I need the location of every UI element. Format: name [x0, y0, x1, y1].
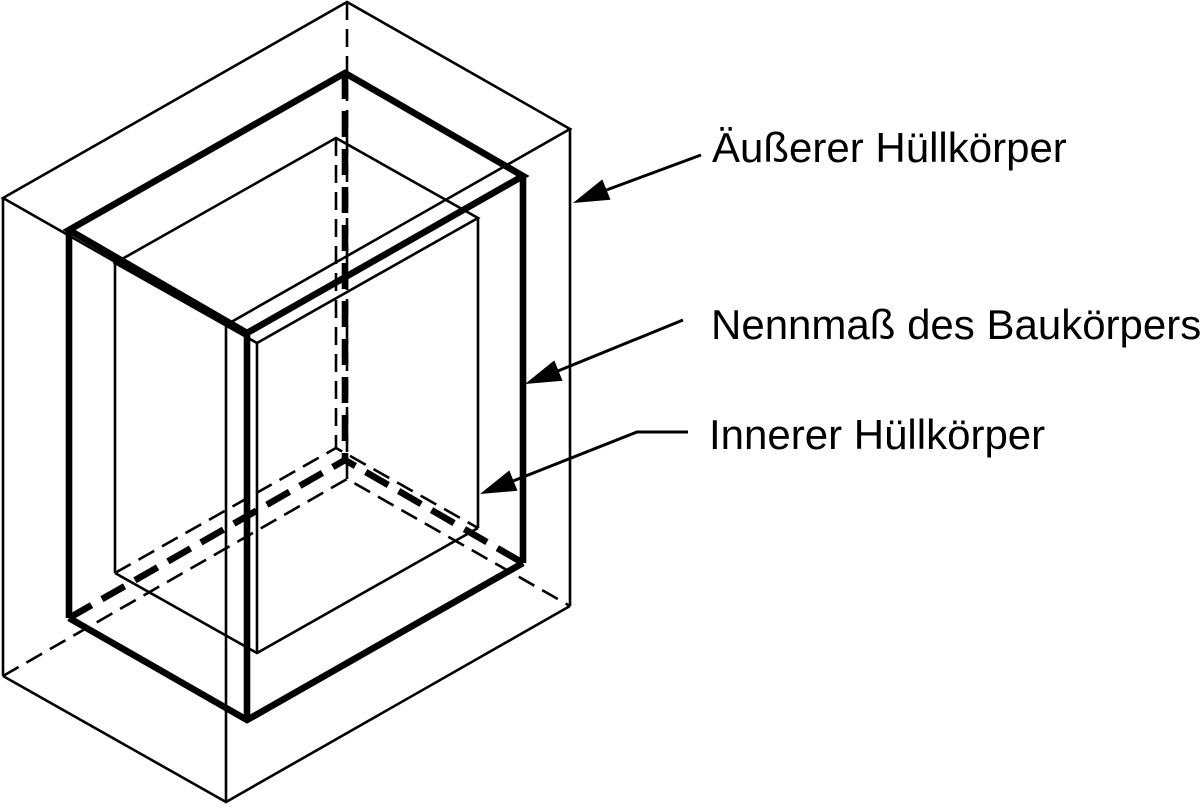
inner-envelope-box — [112, 136, 481, 655]
inner-box-top-face — [112, 136, 481, 345]
leader-line-inner-envelope — [507, 430, 688, 485]
inner-box-bottom-back-edges-hidden — [114, 446, 479, 575]
nominal-box-bottom-back-edges-hidden — [67, 456, 525, 621]
arrowhead-nominal-body — [525, 360, 563, 384]
outer-envelope-box — [0, 0, 573, 804]
outer-box-bottom-front-edges — [2, 604, 571, 804]
arrowhead-inner-envelope — [480, 470, 518, 494]
leader-arrowheads — [480, 179, 611, 494]
outer-box-top-face — [0, 0, 573, 327]
nominal-box-bottom-front-edges — [67, 560, 525, 724]
nominal-box-top-face — [62, 69, 530, 337]
leader-line-nominal-body — [552, 318, 684, 375]
inner-box-bottom-front-edges — [114, 526, 479, 655]
line-work — [0, 0, 702, 804]
arrowhead-outer-envelope — [573, 179, 611, 203]
outer-box-bottom-back-edges-hidden — [2, 477, 571, 678]
label-inner-envelope: Innerer Hüllkörper — [709, 411, 1046, 458]
label-nominal-dimension: Nennmaß des Baukörpers — [711, 301, 1200, 348]
leader-lines — [507, 153, 702, 485]
leader-line-outer-envelope — [600, 153, 702, 194]
label-outer-envelope: Äußerer Hüllkörper — [712, 124, 1067, 171]
nominal-body-box — [62, 69, 530, 724]
